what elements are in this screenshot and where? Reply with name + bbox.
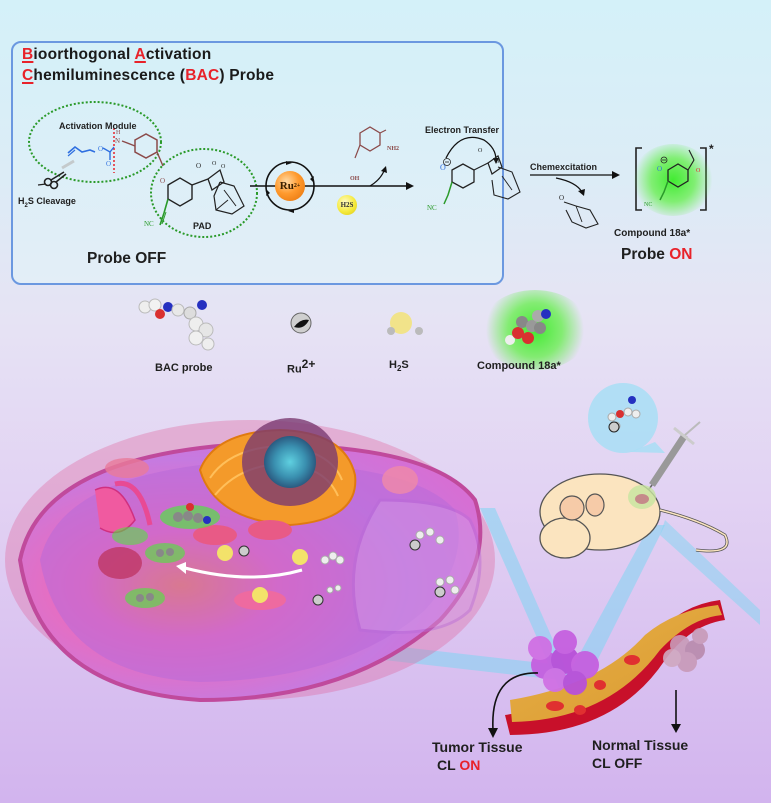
tumor-tissue	[528, 630, 599, 695]
normal-tissue-label: Normal Tissue	[592, 737, 689, 753]
svg-text:O: O	[440, 163, 446, 172]
catalytic-cycle	[265, 161, 315, 211]
ru-sphere	[409, 539, 421, 551]
nucleolus	[264, 436, 316, 488]
title-text: ctivation	[145, 46, 212, 63]
legend-h2s-label: H2S	[389, 359, 409, 374]
title-letter-b: B	[22, 46, 34, 63]
h2s-sphere	[217, 545, 233, 561]
svg-text:O: O	[495, 159, 500, 165]
excited-compound-glow	[632, 144, 714, 216]
red-blood-cell	[546, 701, 564, 711]
scheme-panel	[11, 41, 504, 285]
scissors-icon	[37, 171, 67, 190]
probe-off-label: Probe OFF	[87, 250, 167, 267]
h2s-molecule-icon	[387, 312, 423, 335]
golgi	[94, 486, 136, 534]
mitochondrion	[98, 547, 142, 579]
title-line-2: Chemiluminescence (BAC) Probe	[22, 67, 274, 85]
mitochondrion	[105, 458, 149, 478]
electron-transfer-label: Electron Transfer	[425, 125, 500, 135]
svg-text:O: O	[196, 162, 201, 170]
red-blood-cell	[594, 680, 606, 690]
activated-probe-glow	[125, 588, 165, 608]
activation-module-label: Activation Module	[59, 121, 137, 131]
ru-sphere	[312, 594, 324, 606]
activation-module-ellipse	[28, 101, 162, 183]
title-text: ioorthogonal	[33, 46, 135, 63]
tumor-tissue-label: Tumor Tissue	[432, 739, 523, 755]
title-acronym: BAC	[185, 67, 220, 84]
svg-text:H: H	[116, 130, 121, 136]
red-blood-cell	[574, 705, 586, 715]
chemexcitation-label: Chemexcitation	[530, 162, 598, 172]
legend-compound-18a-label: Compound 18a*	[477, 360, 561, 372]
mitochondrion	[248, 520, 292, 540]
bac-probe-model-icon	[138, 298, 215, 351]
activated-probe-glow	[145, 543, 185, 563]
nc-group: NC	[144, 220, 154, 228]
svg-text:O: O	[221, 164, 226, 170]
mitochondrion	[193, 525, 237, 545]
ru-sphere	[238, 545, 250, 557]
pad-label: PAD	[193, 221, 212, 231]
normal-tissue	[663, 628, 708, 672]
title-line-1: Bioorthogonal Activation	[22, 46, 211, 64]
svg-text:O: O	[657, 165, 662, 173]
red-blood-cell	[624, 655, 640, 665]
h2s-sphere	[292, 549, 308, 565]
light-ray	[660, 520, 760, 625]
activated-probe-glow	[112, 527, 148, 545]
h2s-cleavage-label: H2S Cleavage	[18, 196, 76, 209]
tumor-cl-status: CL ON	[437, 757, 481, 773]
h2s-sphere	[252, 587, 268, 603]
svg-text:O: O	[212, 161, 217, 167]
amine-label: NH2	[387, 146, 399, 152]
invagination	[351, 498, 482, 634]
normal-cl-status: CL OFF	[592, 755, 643, 771]
title-text: ) Probe	[219, 67, 275, 84]
legend-bac-probe-label: BAC probe	[155, 362, 213, 374]
compound-18a-label: Compound 18a*	[614, 228, 691, 239]
title-text: hemiluminescence (	[33, 67, 186, 84]
allyl-group	[67, 145, 96, 154]
excited-state-marker: *	[709, 142, 714, 156]
blood-vessel	[505, 600, 725, 735]
electron-transfer-arrow	[445, 136, 497, 161]
title-letter-a: A	[134, 46, 146, 63]
probe-cluster	[320, 527, 460, 595]
h2s-reagent: H2S	[337, 195, 357, 215]
svg-text:O: O	[106, 160, 111, 168]
title-letter-c: C	[22, 67, 34, 84]
ruthenium-ion-icon	[290, 312, 312, 334]
svg-text:O: O	[160, 177, 165, 185]
pad-ellipse	[150, 148, 258, 238]
mitochondrion	[382, 466, 418, 494]
svg-text:O: O	[559, 194, 564, 202]
svg-text:O: O	[478, 148, 483, 154]
alcohol-label: OH	[350, 176, 360, 182]
tumor-arrow	[492, 672, 539, 731]
probe-on-label: Probe ON	[621, 246, 693, 263]
svg-text:NC: NC	[427, 204, 437, 212]
uptake-arrow	[184, 566, 303, 579]
svg-text:NC: NC	[644, 202, 652, 208]
zoom-bubble	[588, 383, 658, 453]
ru-sphere	[434, 586, 446, 598]
svg-text:O: O	[696, 168, 701, 174]
legend-ru-label: Ru2+	[287, 357, 316, 376]
mouse-illustration	[539, 473, 729, 559]
svg-text:N: N	[115, 137, 120, 145]
svg-text:O: O	[98, 145, 103, 153]
bubble-probe-icon	[607, 396, 641, 433]
